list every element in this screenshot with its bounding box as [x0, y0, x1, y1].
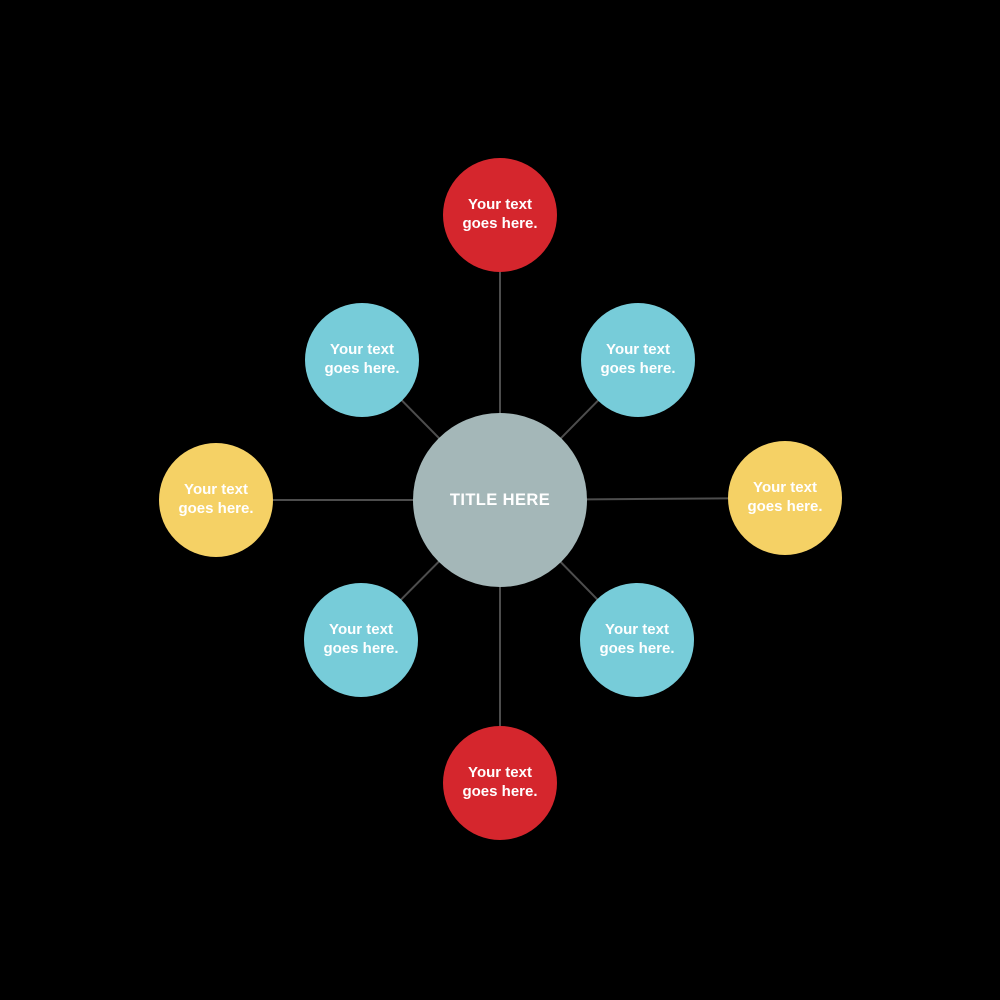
- node-top-right[interactable]: Your text goes here.: [581, 303, 695, 417]
- node-bottom-label: Your text goes here.: [462, 764, 538, 800]
- node-bottom-right-label: Your text goes here.: [599, 621, 675, 657]
- node-left-label: Your text goes here.: [178, 481, 254, 517]
- node-bottom-left[interactable]: Your text goes here.: [304, 583, 418, 697]
- node-bottom-left-label: Your text goes here.: [323, 621, 399, 657]
- center-node-label: TITLE HERE: [449, 490, 551, 509]
- node-top-left[interactable]: Your text goes here.: [305, 303, 419, 417]
- node-left[interactable]: Your text goes here.: [159, 443, 273, 557]
- node-top[interactable]: Your text goes here.: [443, 158, 557, 272]
- node-right[interactable]: Your text goes here.: [728, 441, 842, 555]
- node-top-left-label: Your text goes here.: [324, 341, 400, 377]
- node-top-right-label: Your text goes here.: [600, 341, 676, 377]
- center-node[interactable]: TITLE HERE: [413, 413, 587, 587]
- node-right-label: Your text goes here.: [747, 479, 823, 515]
- node-bottom-right[interactable]: Your text goes here.: [580, 583, 694, 697]
- node-bottom[interactable]: Your text goes here.: [443, 726, 557, 840]
- node-top-label: Your text goes here.: [462, 196, 538, 232]
